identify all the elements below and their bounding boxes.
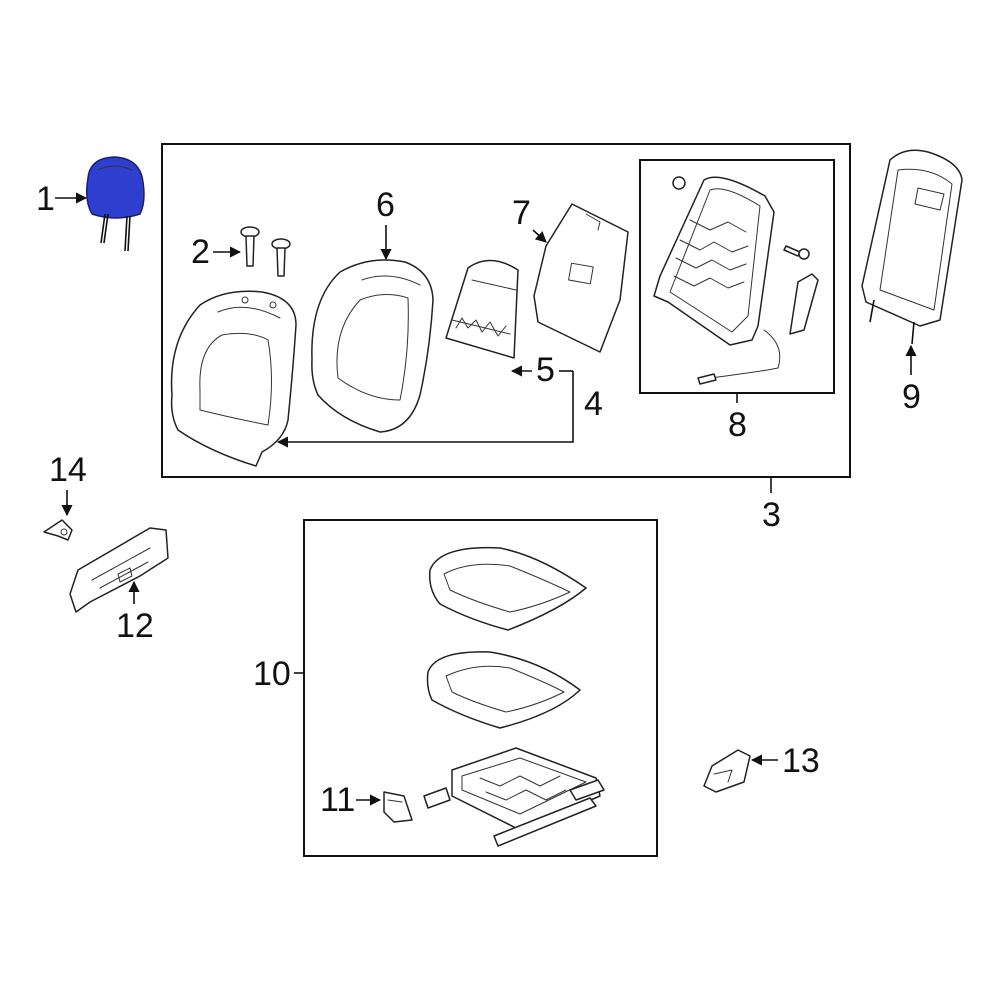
callout-5: 5 bbox=[536, 351, 555, 389]
seatback-pad-part-6[interactable] bbox=[311, 259, 434, 433]
seatback-frame-part-8[interactable] bbox=[653, 176, 819, 385]
panel-part-5[interactable] bbox=[445, 259, 519, 359]
cushion-assembly-box bbox=[303, 519, 658, 857]
recliner-cover-part-13[interactable] bbox=[703, 749, 751, 793]
switch-part-11[interactable] bbox=[383, 791, 413, 823]
clip-part-14[interactable] bbox=[43, 519, 73, 541]
callout-2: 2 bbox=[191, 233, 210, 271]
callout-13: 13 bbox=[782, 742, 820, 780]
back-board-part-7[interactable] bbox=[533, 203, 629, 353]
leader-4 bbox=[276, 371, 574, 448]
side-shield-part-12[interactable] bbox=[69, 527, 169, 613]
callout-7: 7 bbox=[512, 194, 531, 232]
seatback-cover-part-4[interactable] bbox=[170, 290, 297, 467]
callout-14: 14 bbox=[49, 451, 87, 489]
callout-6: 6 bbox=[376, 186, 395, 224]
seat-cushion-cover[interactable] bbox=[428, 546, 587, 631]
seat-frame[interactable] bbox=[423, 747, 605, 847]
leader-7 bbox=[532, 229, 547, 243]
headrest-cushion bbox=[85, 156, 145, 219]
callout-12: 12 bbox=[116, 607, 154, 645]
headrest-part-1[interactable] bbox=[85, 156, 145, 252]
seatback-assembly-box bbox=[161, 143, 851, 478]
callout-8: 8 bbox=[728, 406, 747, 444]
callout-9: 9 bbox=[902, 378, 921, 416]
callout-10: 10 bbox=[253, 655, 291, 693]
bolt-part-2[interactable] bbox=[240, 226, 291, 277]
seatback-shell-part-9[interactable] bbox=[861, 149, 963, 345]
seat-cushion-pad[interactable] bbox=[426, 651, 581, 729]
callout-3: 3 bbox=[762, 496, 781, 534]
callout-4: 4 bbox=[584, 385, 603, 423]
callout-1: 1 bbox=[36, 180, 55, 218]
callout-11: 11 bbox=[320, 781, 355, 819]
